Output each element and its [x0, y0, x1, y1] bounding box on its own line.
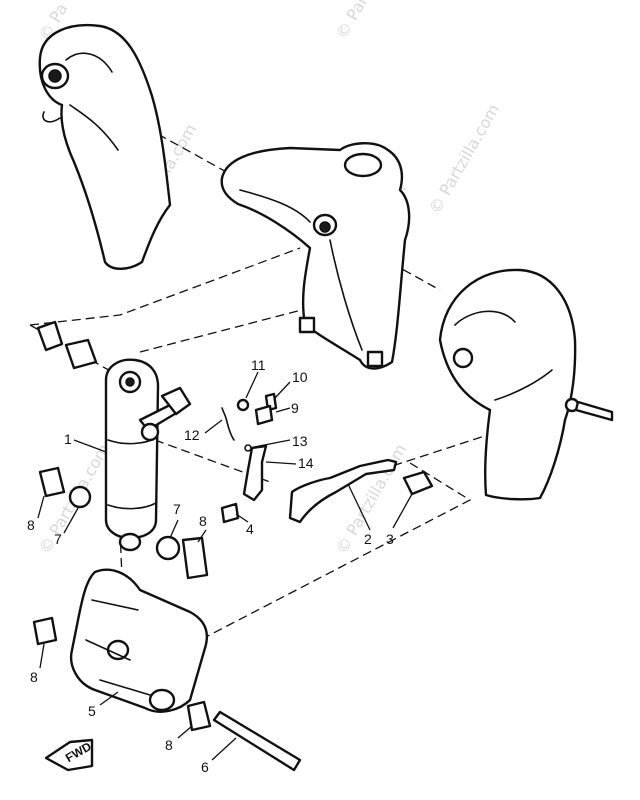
- callout-11: 11: [251, 357, 266, 373]
- leader-line: [169, 519, 179, 539]
- lower-bracket: [69, 568, 209, 713]
- leader-line: [39, 643, 45, 669]
- nut-8: [38, 466, 66, 498]
- callout-4: 4: [246, 521, 254, 537]
- leader-line: [235, 513, 249, 523]
- forward-arrow: FWD: [44, 738, 94, 772]
- right-clamp-bracket: [438, 268, 614, 501]
- leader-line: [211, 737, 237, 761]
- callout-2: 2: [364, 531, 372, 547]
- callout-5: 5: [88, 703, 96, 719]
- callout-3: 3: [386, 531, 394, 547]
- callout-8a: 8: [27, 517, 35, 533]
- leader-line: [177, 725, 193, 739]
- nut-8: [32, 616, 58, 646]
- nut-8: [186, 700, 212, 732]
- leader-line: [99, 691, 119, 706]
- leader-line: [265, 461, 297, 465]
- leader-line: [37, 495, 45, 519]
- clip-13: [244, 444, 252, 452]
- callout-9: 9: [291, 400, 299, 416]
- left-clamp-bracket: [38, 24, 172, 270]
- tilt-cylinder: [104, 358, 180, 552]
- leader-line: [392, 493, 413, 529]
- nut-8: [181, 536, 209, 580]
- callout-13: 13: [292, 433, 308, 449]
- callout-14: 14: [298, 455, 314, 471]
- forward-arrow-icon: [44, 738, 94, 772]
- callout-10: 10: [292, 369, 308, 385]
- leader-line: [275, 407, 291, 413]
- leader-line: [63, 507, 79, 534]
- nut-11: [236, 398, 250, 412]
- nut: [160, 386, 192, 416]
- leader-line: [197, 529, 207, 543]
- callout-7a: 7: [54, 531, 62, 547]
- leader-line: [347, 483, 371, 531]
- watermark: © Partzilla.com: [425, 101, 503, 217]
- leader-lines: [37, 371, 413, 761]
- callout-8b: 8: [199, 513, 207, 529]
- watermark: © Partzilla.com: [332, 0, 410, 42]
- leader-line: [204, 419, 223, 434]
- dash-line: [199, 462, 472, 641]
- callout-12: 12: [184, 427, 200, 443]
- callout-7b: 7: [173, 501, 181, 517]
- washer-7: [68, 485, 92, 509]
- stopper-block: [402, 470, 434, 496]
- bolt-shank: [574, 400, 614, 422]
- dash-line: [29, 247, 301, 326]
- callout-6: 6: [201, 759, 209, 775]
- leader-line: [245, 371, 259, 399]
- tilt-shaft: [212, 710, 302, 772]
- cotter-pin: [221, 407, 235, 441]
- leader-line: [274, 381, 291, 399]
- tilt-arm: [288, 458, 398, 524]
- leader-line: [73, 439, 107, 453]
- fasteners: [32, 320, 278, 732]
- callout-8c: 8: [30, 669, 38, 685]
- center-swivel-bracket: [220, 142, 411, 370]
- bushing-9: [254, 404, 274, 426]
- callout-1: 1: [64, 431, 72, 447]
- washer-7: [155, 535, 181, 561]
- bushing: [36, 320, 64, 352]
- tilt-lever: [242, 444, 268, 502]
- bolt-4: [220, 502, 240, 524]
- collar: [64, 338, 98, 370]
- callouts: 1 2 3 4 5 6 7 7 8 8 8 8 9 10 11 12 13 14: [27, 357, 394, 775]
- leader-line: [253, 439, 291, 448]
- callout-8d: 8: [165, 737, 173, 753]
